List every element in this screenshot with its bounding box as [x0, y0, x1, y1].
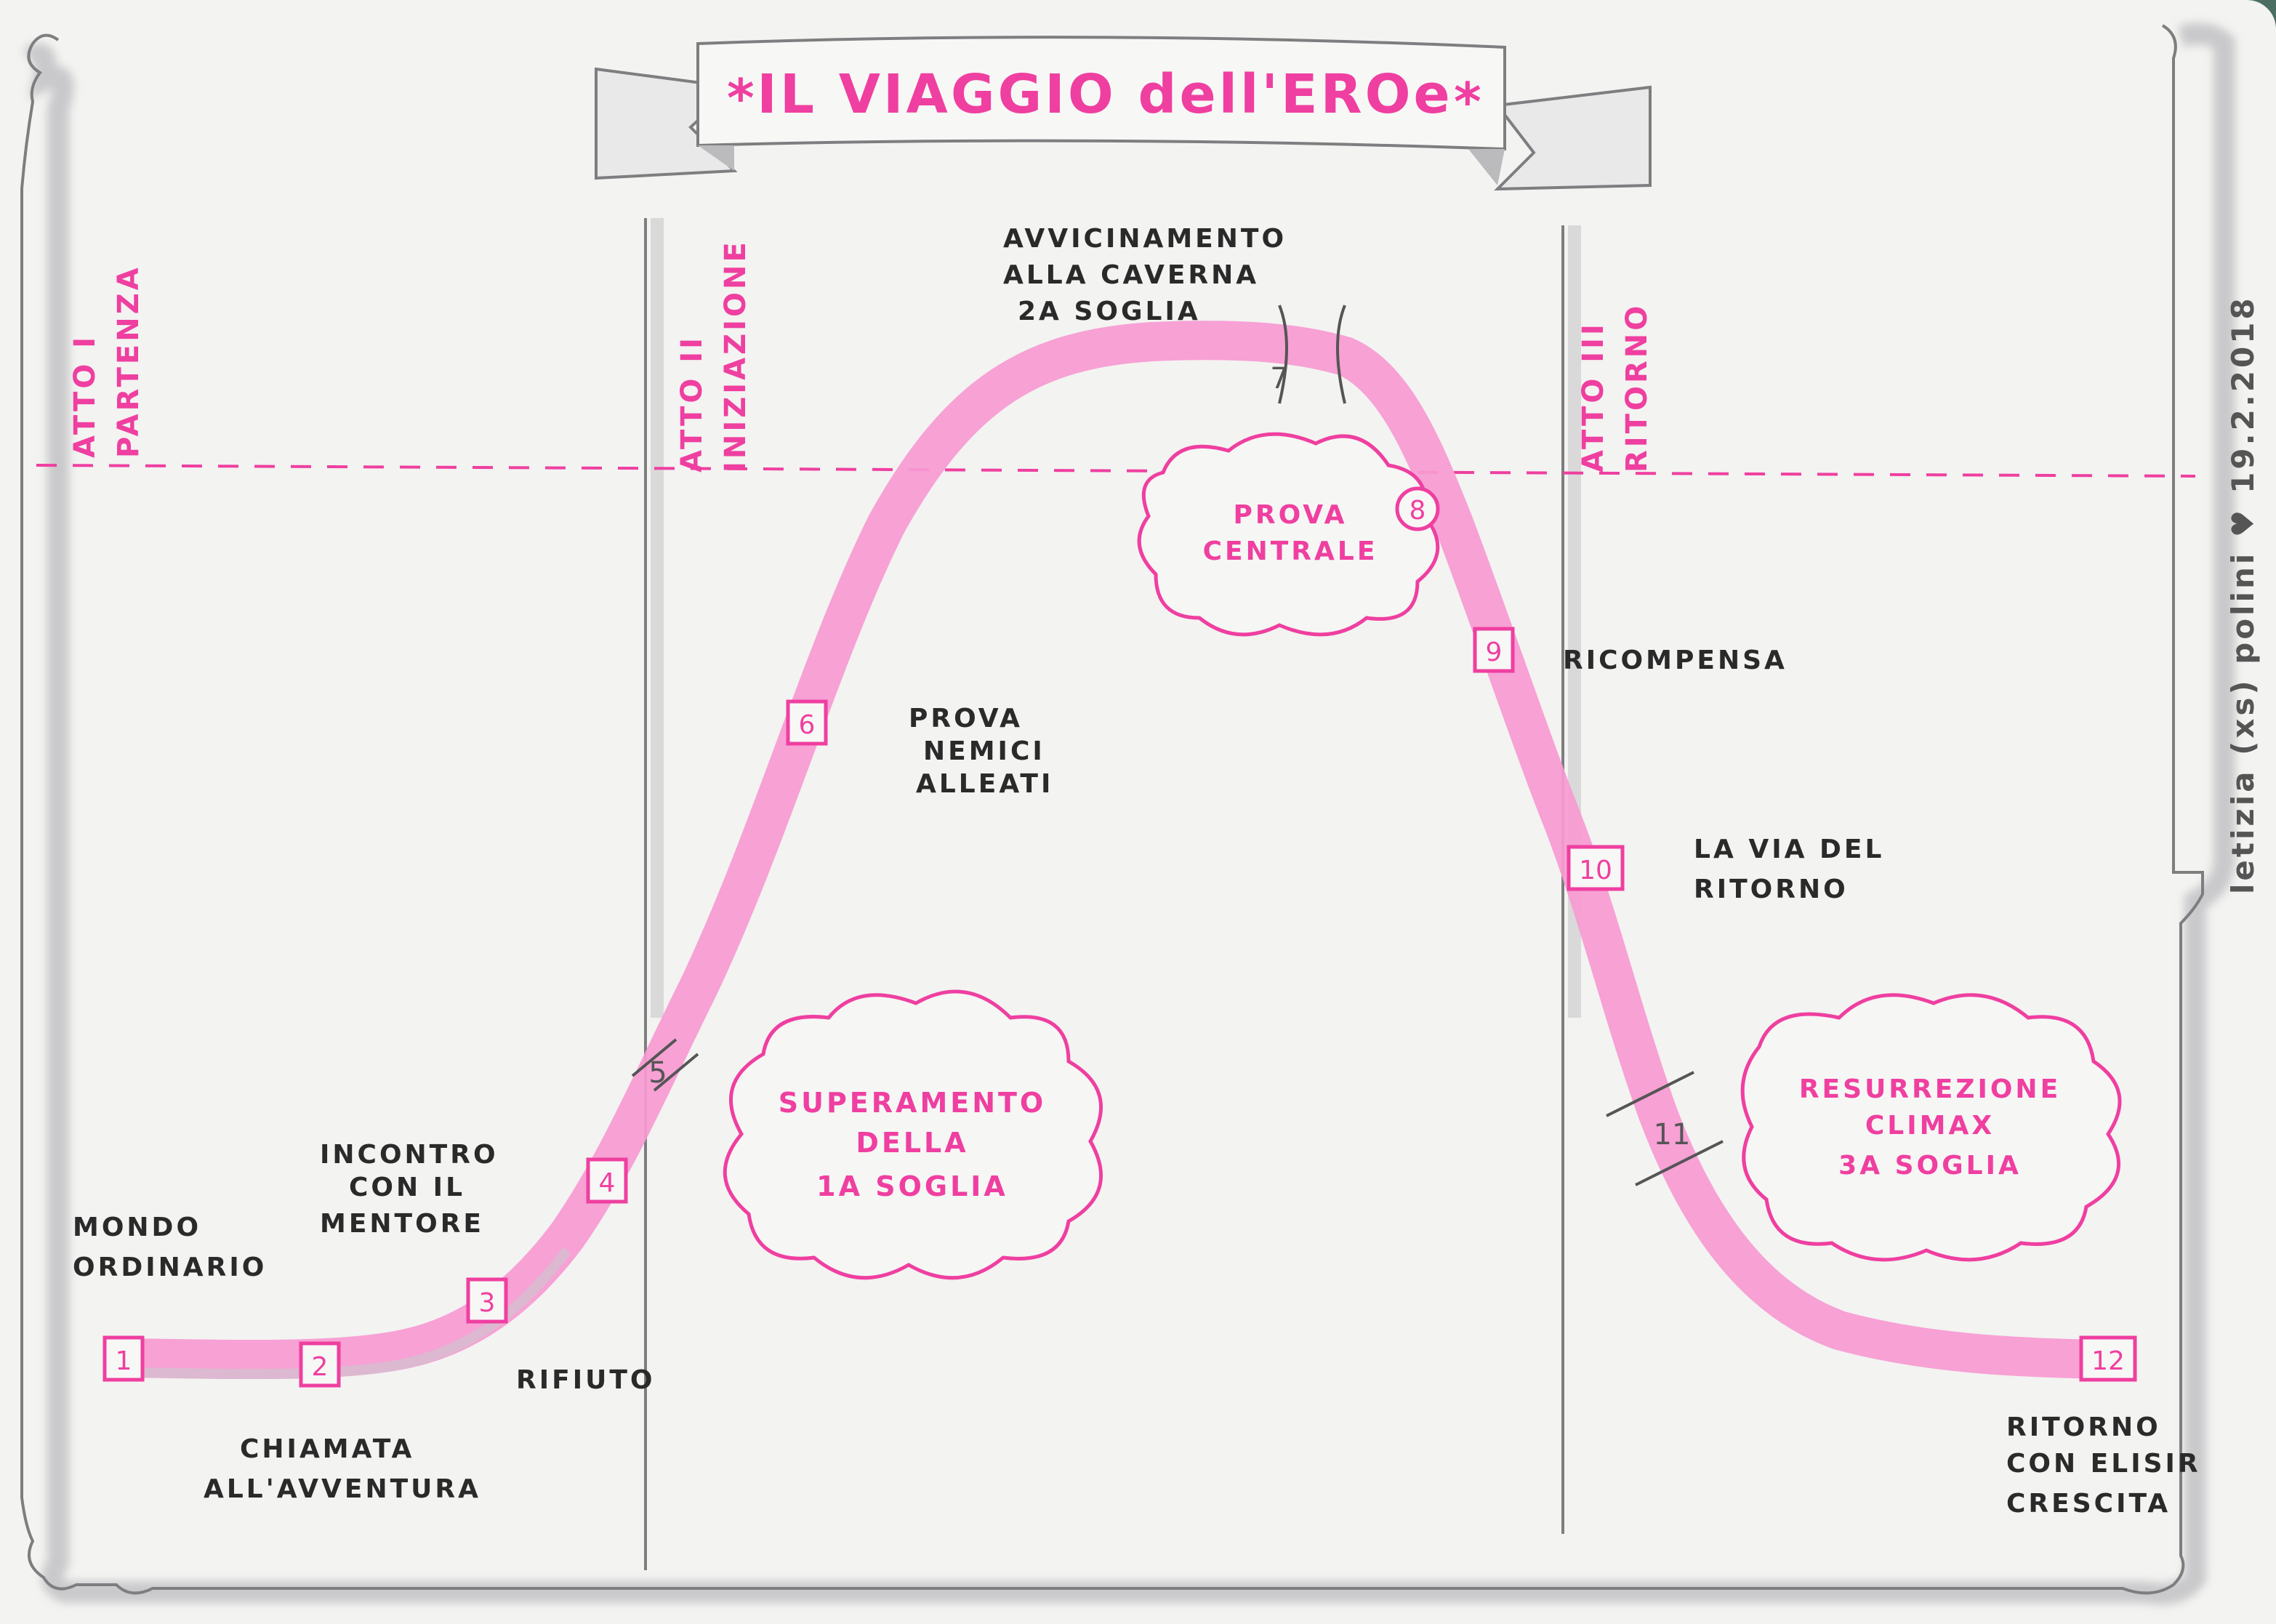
stage-4-label-line1: INCONTRO [320, 1140, 499, 1170]
stage-12-label-line2: CON ELISIR [2006, 1449, 2201, 1479]
cloud-3-line1: RESURREZIONE [1799, 1074, 2061, 1104]
stage-7-number: 7 [1270, 362, 1288, 395]
diagram-title: IL VIAGGIO dell'EROe [757, 63, 1452, 126]
stage-1-number: 1 [116, 1346, 132, 1376]
stage-12-label-line1: RITORNO [2006, 1412, 2161, 1442]
stage-10-number: 10 [1579, 856, 1612, 885]
stage-12-label-line3: CRESCITA [2006, 1489, 2171, 1519]
act-1-name: PARTENZA [112, 265, 145, 458]
cloud-3-line3: 3A SOGLIA [1838, 1151, 2022, 1181]
stage-6-label-line3: ALLEATI [916, 769, 1053, 799]
cloud-1-line1: SUPERAMENTO [779, 1087, 1047, 1119]
stage-11-number: 11 [1654, 1118, 1691, 1151]
threshold-dashed-line [36, 465, 2195, 476]
title-star-left: * [727, 68, 757, 129]
stage-6-label-line1: PROVA [909, 704, 1023, 733]
cloud-1-line2: DELLA [856, 1127, 968, 1159]
cloud-1-line3: 1A SOGLIA [816, 1170, 1008, 1202]
stage-12-marker: 12 [2081, 1338, 2135, 1380]
stage-6-label-line2: NEMICI [923, 736, 1045, 766]
stage-10-label-line1: LA VIA DEL [1694, 835, 1884, 864]
act-3-name: RITORNO [1620, 303, 1654, 473]
stage-1-marker: 1 [105, 1338, 142, 1380]
cloud-2-line2: CENTRALE [1203, 536, 1378, 566]
stage-3-marker: 3 [468, 1279, 506, 1322]
cloud-2 [1139, 434, 1438, 635]
stage-2-number: 2 [312, 1352, 329, 1382]
act-2-name: INIZIAZIONE [719, 239, 752, 473]
stage-6-marker: 6 [788, 702, 826, 744]
stage-1-label-line2: ORDINARIO [73, 1253, 267, 1282]
stage-7-label-line3: 2A SOGLIA [1018, 297, 1201, 326]
stage-4-label-line3: MENTORE [320, 1209, 484, 1239]
stage-11-marker: 11 [1654, 1118, 1691, 1151]
stage-2-marker: 2 [301, 1343, 339, 1386]
stage-3-number: 3 [479, 1288, 496, 1318]
stage-7-label-line2: ALLA CAVERNA [1003, 260, 1259, 290]
stage-6-number: 6 [799, 710, 816, 740]
stage-10-label-line2: RITORNO [1694, 875, 1849, 904]
stage-9-number: 9 [1486, 638, 1503, 667]
stage-5-marker: 5 [648, 1056, 667, 1090]
stage-7-label-line1: AVVICINAMENTO [1003, 224, 1287, 254]
stage-9-marker: 9 [1475, 629, 1513, 671]
title-star-right: * [1454, 71, 1484, 132]
stage-4-label-line2: CON IL [349, 1173, 465, 1202]
act-3-label: ATTO III [1577, 321, 1610, 473]
stage-7-marker: 7 [1270, 362, 1288, 395]
stage-3-label: RIFIUTO [516, 1365, 656, 1395]
stage-5-number: 5 [648, 1056, 667, 1090]
stage-4-marker: 4 [588, 1159, 626, 1202]
stage-1-label-line1: MONDO [73, 1213, 201, 1242]
stage-2-label-line1: CHIAMATA [240, 1434, 414, 1464]
stage-9-label: RICOMPENSA [1563, 646, 1788, 675]
act-2-label: ATTO II [675, 335, 709, 473]
act-1-label: ATTO I [68, 334, 102, 458]
cloud-2-line1: PROVA [1233, 500, 1347, 530]
stage-10-marker: 10 [1569, 847, 1622, 889]
stage-8-number: 8 [1410, 496, 1426, 526]
cloud-3-line2: CLIMAX [1865, 1111, 1995, 1141]
stage-2-label-line2: ALL'AVVENTURA [204, 1474, 481, 1504]
author-signature: letizia (xs) polini ♥ 19.2.2018 [2225, 295, 2261, 894]
stage-12-number: 12 [2091, 1346, 2125, 1376]
stage-4-number: 4 [599, 1168, 616, 1198]
stage-8-marker: 8 [1397, 489, 1438, 529]
